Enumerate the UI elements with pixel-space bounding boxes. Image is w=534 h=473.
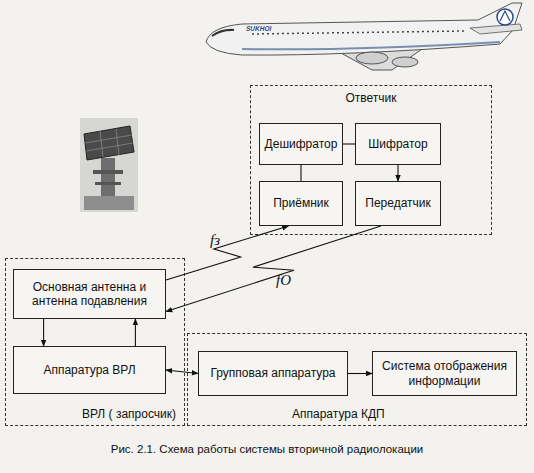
process-box: Основная антенна и антенна подавления — [13, 269, 166, 319]
radio-link — [166, 226, 288, 280]
airplane-engine — [392, 57, 418, 67]
process-box: Система отображения информации — [372, 351, 517, 396]
group-heading: ВРЛ ( запросчик) — [82, 407, 176, 421]
box-text: Аппаратура ВРЛ — [43, 363, 135, 377]
process-box: Дешифратор — [259, 123, 343, 165]
fuselage-lettering: SUKHOI — [246, 25, 271, 32]
signal-line — [348, 373, 372, 374]
signal-line — [135, 319, 136, 346]
signal-line — [300, 165, 301, 181]
antenna-grid-line — [85, 135, 132, 143]
frequency-label: fз — [210, 232, 220, 249]
radar-photo — [80, 118, 138, 212]
airplane-engine — [356, 52, 388, 64]
group-heading: Ответчик — [251, 91, 491, 105]
radar-platform — [95, 182, 121, 185]
antenna-grid-line — [86, 143, 133, 151]
airplane-logo — [497, 9, 513, 25]
radar-platform — [93, 170, 123, 174]
process-box: Шифратор — [355, 123, 441, 165]
airplane — [206, 3, 522, 70]
signal-line — [43, 319, 44, 346]
frequency-label: fО — [276, 272, 291, 289]
box-text: Шифратор — [368, 137, 427, 151]
radar-base — [84, 196, 134, 210]
photo-background — [80, 118, 138, 212]
dashed-group: ОтветчикДешифратор ШифраторПриёмник Переда… — [250, 85, 492, 235]
process-box: Передатчик — [355, 181, 441, 226]
antenna-grid — [85, 129, 133, 157]
airplane-stripe — [242, 42, 500, 49]
signal-line — [166, 370, 198, 374]
signal-line — [343, 143, 355, 144]
radio-link — [166, 226, 381, 312]
antenna-grid-line — [100, 131, 103, 157]
box-text: Групповая аппаратура — [210, 366, 335, 380]
box-text: Дешифратор — [265, 137, 338, 151]
dashed-group: Аппаратура КДП Групповая аппаратура Систем… — [187, 333, 527, 426]
radar-antenna — [84, 126, 134, 160]
dashed-group: ВРЛ ( запросчик) Основная антенна и антен… — [5, 258, 185, 426]
group-heading: Аппаратура КДП — [292, 407, 385, 421]
airplane-windows — [252, 31, 465, 34]
process-box: Аппаратура ВРЛ — [13, 346, 166, 394]
process-box: Групповая аппаратура — [198, 351, 348, 396]
antenna-grid-line — [116, 129, 119, 155]
box-text: Передатчик — [365, 196, 431, 210]
signal-line — [397, 165, 398, 181]
box-text: Основная антенна и антенна подавления — [18, 280, 161, 309]
airplane-cockpit — [212, 30, 234, 36]
process-box: Приёмник — [259, 181, 343, 226]
radar-tower — [101, 158, 115, 196]
box-text: Приёмник — [273, 196, 329, 210]
airplane-stabilizer — [470, 24, 522, 34]
figure-caption: Рис. 2.1. Схема работы системы вторичной… — [0, 443, 534, 455]
box-text: Система отображения информации — [377, 359, 512, 388]
airplane-logo — [500, 11, 510, 21]
airplane-fuselage — [206, 3, 522, 55]
